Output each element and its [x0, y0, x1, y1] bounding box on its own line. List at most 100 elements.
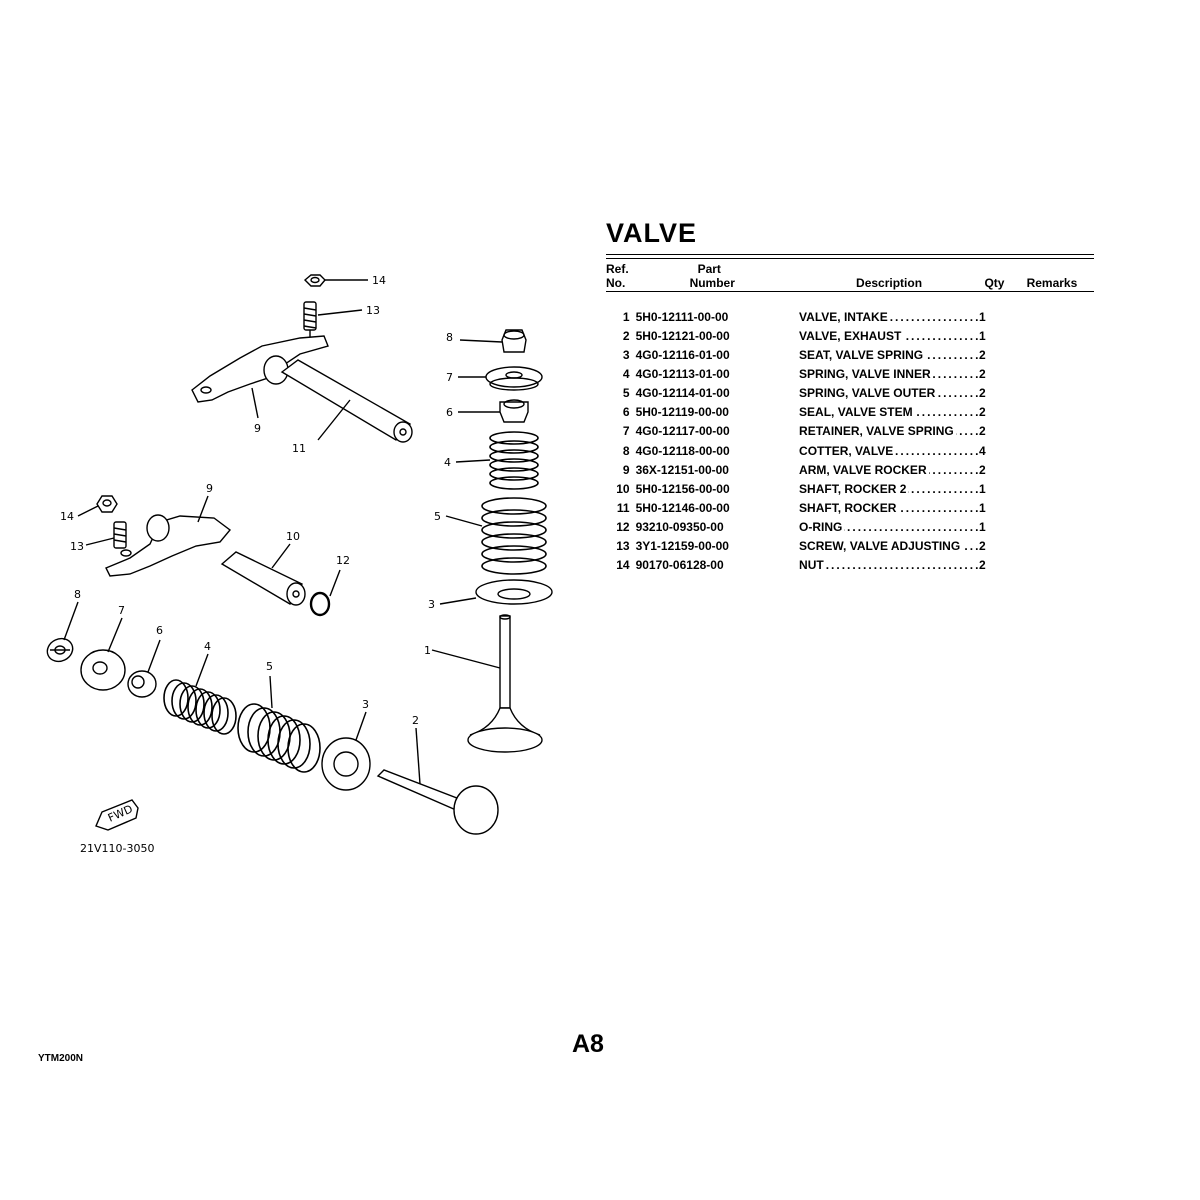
ref-number-cell: 8 — [622, 443, 630, 458]
qty-cell: 1 — [979, 520, 986, 535]
remarks-cell — [1010, 556, 1094, 575]
ref-number-cell: 10 — [616, 481, 630, 496]
qty-header: Qty — [979, 276, 1010, 292]
description-cell: SHAFT, ROCKER 2.........................… — [799, 481, 979, 496]
model-code: YTM200N — [38, 1053, 84, 1064]
callout-number: 3 — [428, 598, 435, 611]
callout-number: 2 — [412, 714, 419, 727]
part-number-cell: 36X-12151-00-00 — [635, 462, 729, 477]
part-number-cell: 4G0-12118-00-00 — [635, 443, 730, 458]
stem-seal-part — [127, 670, 157, 698]
description-cell: SPRING, VALVE INNER.....................… — [799, 366, 979, 381]
adjusting-screw-part — [303, 301, 317, 342]
retainer-part — [80, 649, 126, 691]
callout-number: 3 — [362, 698, 369, 711]
page-title: VALVE — [606, 218, 698, 248]
cotter-part — [501, 329, 527, 353]
remarks-cell — [1010, 364, 1094, 383]
qty-cell: 1 — [979, 500, 986, 515]
ref-number-cell: 9 — [622, 462, 630, 477]
retainer-part — [485, 366, 543, 391]
qty-cell: 2 — [979, 347, 986, 362]
description-cell: VALVE, EXHAUST..........................… — [799, 328, 979, 343]
nut-part — [303, 274, 326, 287]
intake-valve-part — [467, 614, 543, 753]
ref-number-cell: 13 — [616, 539, 630, 554]
qty-cell: 2 — [979, 386, 986, 401]
part-number-cell: 5H0-12121-00-00 — [635, 328, 730, 343]
qty-cell: 4 — [979, 443, 986, 458]
callout-number: 8 — [74, 588, 81, 601]
ref-number-cell: 6 — [622, 405, 630, 420]
qty-cell: 2 — [979, 366, 986, 381]
callout-number: 7 — [446, 371, 453, 384]
inner-spring-part — [489, 431, 539, 490]
ref-number-cell: 2 — [622, 328, 630, 343]
adjusting-screw-part — [113, 521, 132, 557]
part-number-cell: 5H0-12119-00-00 — [635, 405, 729, 420]
callout-number: 9 — [206, 482, 213, 495]
outer-spring-part — [481, 497, 547, 575]
description-cell: SEAT, VALVE SPRING......................… — [799, 347, 979, 362]
remarks-cell — [1010, 441, 1094, 460]
callout-number: 4 — [204, 640, 211, 653]
part-number-cell: 5H0-12156-00-00 — [635, 481, 730, 496]
remarks-cell — [1010, 345, 1094, 364]
nut-part — [96, 495, 118, 513]
remarks-cell — [1010, 422, 1094, 441]
callout-number: 8 — [446, 331, 453, 344]
spring-seat-part — [321, 737, 371, 791]
table-header-row: No. Number Description Qty Remarks — [606, 276, 1094, 292]
ref-number-cell: 4 — [622, 366, 630, 381]
rocker-shaft-2-part — [220, 551, 306, 606]
description-cell: SCREW, VALVE ADJUSTING..................… — [799, 539, 979, 554]
cotter-part — [46, 637, 74, 663]
part-header: Part — [697, 262, 721, 276]
qty-cell: 2 — [979, 539, 986, 554]
table-row: 6 5H0-12119-00-00 SEAL, VALVE STEM........… — [606, 403, 1094, 422]
table-row: 10 5H0-12156-00-00 SHAFT, ROCKER 2........… — [606, 479, 1094, 498]
page-number: A8 — [572, 1030, 604, 1058]
remarks-cell — [1010, 307, 1094, 326]
qty-cell: 1 — [979, 309, 986, 324]
title-rule — [606, 254, 1094, 259]
lower-rocker-assembly — [77, 495, 341, 617]
ref-number-cell: 1 — [622, 309, 630, 324]
description-cell: SEAL, VALVE STEM........................… — [799, 405, 979, 420]
table-row: 9 36X-12151-00-00 ARM, VALVE ROCKER.......… — [606, 460, 1094, 479]
callout-number: 9 — [254, 422, 261, 435]
part-number-cell: 3Y1-12159-00-00 — [635, 539, 729, 554]
table-header-row: Ref. Part — [606, 262, 1094, 276]
callout-number: 4 — [444, 456, 451, 469]
qty-cell: 1 — [979, 328, 986, 343]
description-cell: SHAFT, ROCKER...........................… — [799, 500, 979, 515]
ref-header: Ref. — [606, 262, 629, 276]
o-ring-part — [309, 591, 331, 617]
lower-valve-row — [46, 601, 499, 835]
table-row: 13 3Y1-12159-00-00 SCREW, VALVE ADJUSTING.… — [606, 537, 1094, 556]
exploded-parts-diagram: FWD 14 13 9 11 8 7 6 4 5 3 1 14 13 9 10 … — [46, 274, 553, 855]
fwd-arrow: FWD — [95, 799, 139, 831]
part-number-cell: 5H0-12146-00-00 — [635, 500, 730, 515]
rocker-arm-part — [191, 335, 329, 403]
part-number-cell: 90170-06128-00 — [635, 558, 724, 573]
callout-number: 6 — [156, 624, 163, 637]
callout-number: 6 — [446, 406, 453, 419]
remarks-cell — [1010, 498, 1094, 517]
description-cell: ARM, VALVE ROCKER.......................… — [799, 462, 979, 477]
callout-number: 14 — [372, 274, 386, 287]
callout-number: 11 — [292, 442, 306, 455]
stem-seal-part — [499, 399, 529, 423]
part-header: Number — [635, 276, 800, 292]
qty-cell: 2 — [979, 462, 986, 477]
description-cell: NUT.....................................… — [799, 558, 979, 573]
remarks-cell — [1010, 537, 1094, 556]
callout-number: 7 — [118, 604, 125, 617]
